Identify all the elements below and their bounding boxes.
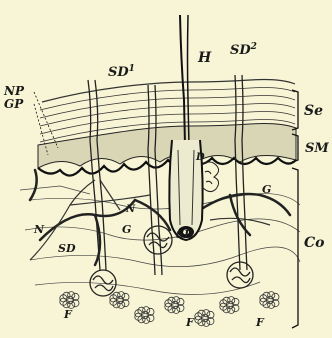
fat-cell xyxy=(203,310,210,317)
label-g-right: G xyxy=(262,183,271,196)
fat-lobules xyxy=(60,292,279,327)
sebaceous-gland xyxy=(202,162,219,192)
fat-cell xyxy=(68,292,75,299)
label-sweat-duct-1: SD1 xyxy=(108,64,135,80)
label-np: NP xyxy=(3,84,25,98)
label-fat-left: F xyxy=(63,308,73,321)
label-se: Se xyxy=(304,103,323,119)
label-n-left: N xyxy=(33,223,45,236)
fat-cell xyxy=(143,307,150,314)
fat-cell xyxy=(118,292,125,299)
label-sweat-gland-left: SD xyxy=(58,242,76,255)
fat-cell xyxy=(173,297,180,304)
label-sweat-duct-2: SD2 xyxy=(230,42,257,58)
label-fat-right: F xyxy=(255,316,265,329)
label-co: Co xyxy=(304,235,324,251)
fat-cell xyxy=(228,297,235,304)
label-d: D xyxy=(195,152,205,163)
label-sweat-gland-mid: SD xyxy=(176,228,194,241)
label-g-left: G xyxy=(122,223,131,236)
layer-bracket xyxy=(292,90,298,328)
label-sm: SM xyxy=(305,141,329,156)
stratum-mucosum xyxy=(38,124,296,176)
label-gp: GP xyxy=(4,97,24,111)
label-hair: H xyxy=(197,50,212,66)
fat-cell xyxy=(268,292,275,299)
label-fat-mid: F xyxy=(185,316,195,329)
label-n-mid: N xyxy=(125,204,136,215)
